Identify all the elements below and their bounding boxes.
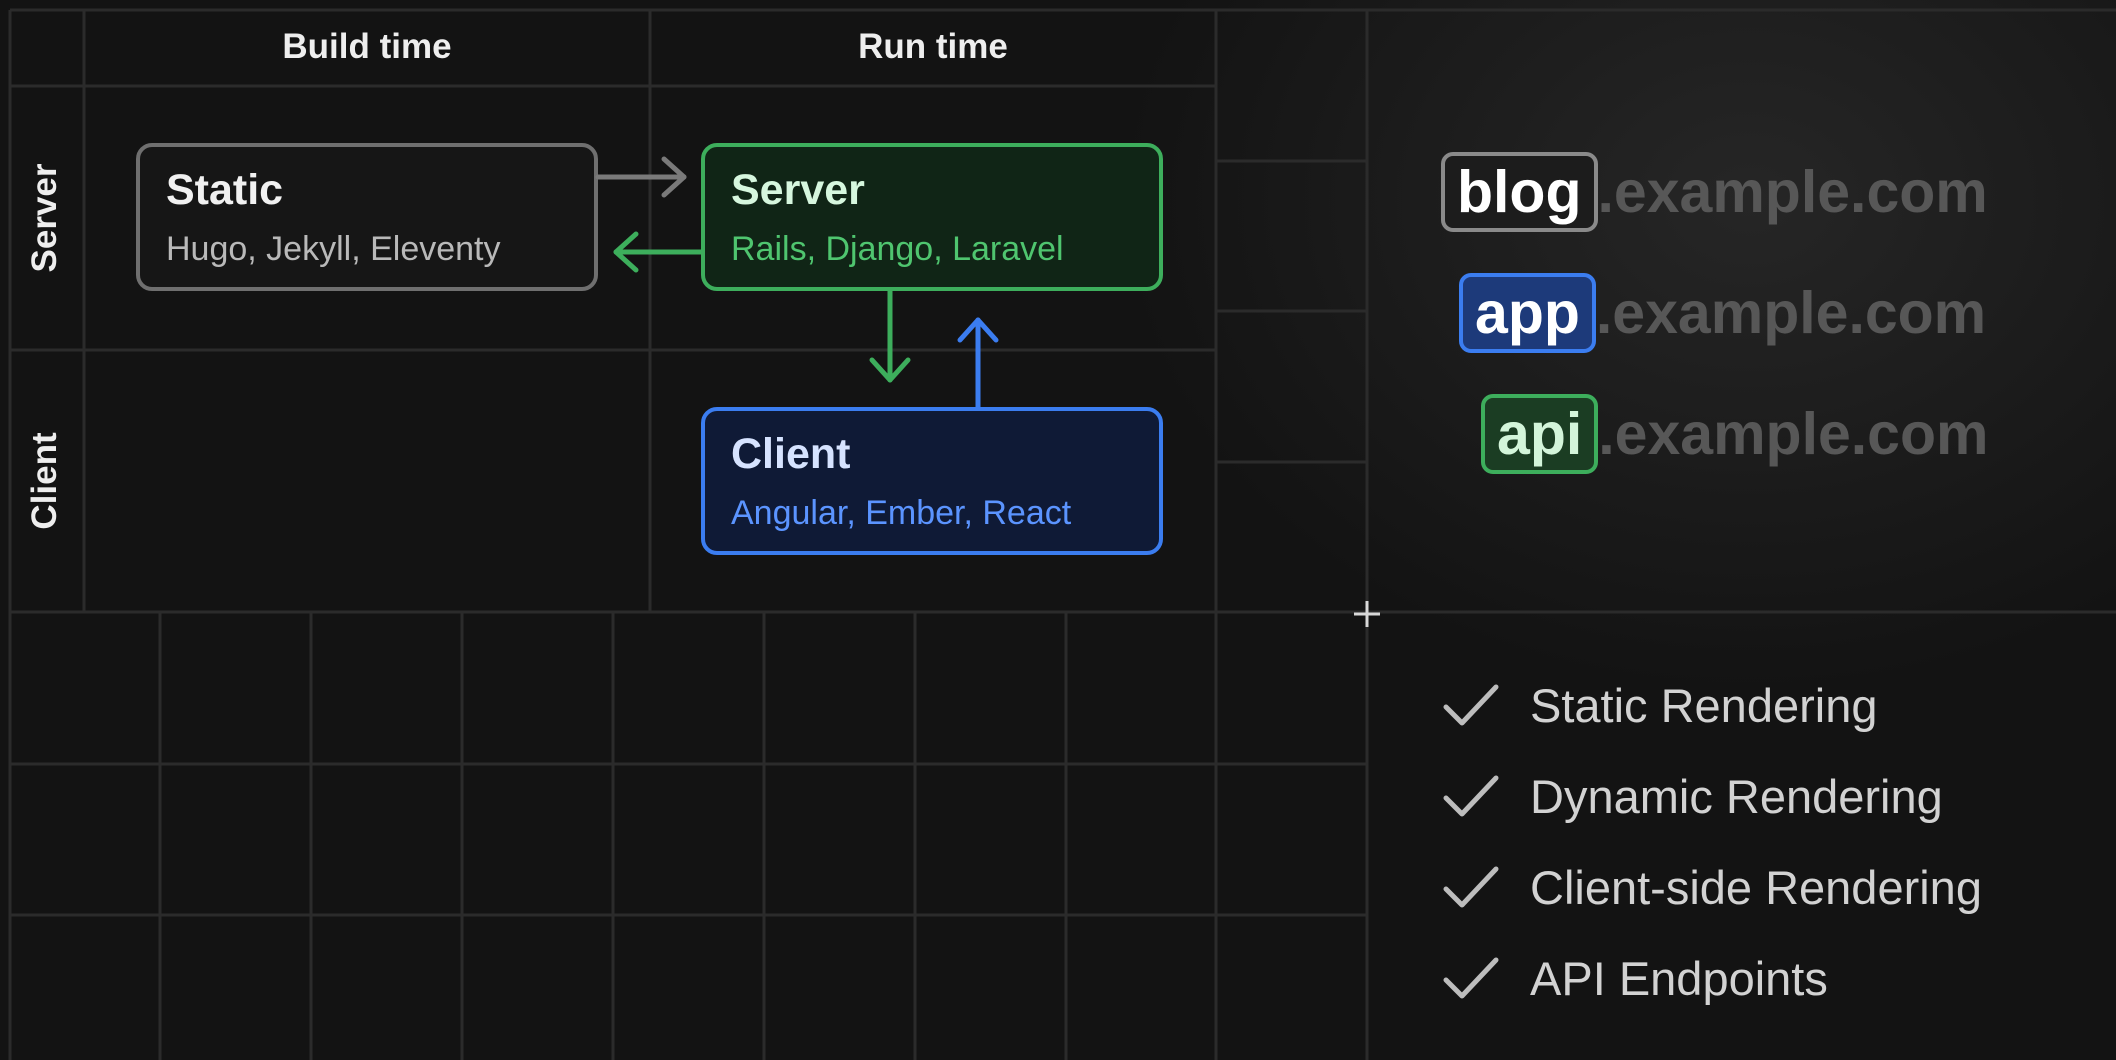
check-icon <box>1443 775 1499 817</box>
domain-suffix: .example.com <box>1595 280 1987 346</box>
arrow-left-icon <box>613 231 704 273</box>
crosshair-icon <box>1354 601 1380 627</box>
client-card: Client Angular, Ember, React <box>701 407 1163 555</box>
static-card: Static Hugo, Jekyll, Eleventy <box>136 143 598 291</box>
client-card-title: Client <box>731 430 851 478</box>
arrow-up-icon <box>957 317 999 410</box>
subdomain-badge-app: app <box>1459 273 1596 353</box>
check-icon <box>1443 866 1499 908</box>
domain-row-blog: blog .example.com <box>1441 152 1988 232</box>
feature-label: Static Rendering <box>1530 678 1878 732</box>
domain-suffix: .example.com <box>1598 401 1989 467</box>
column-header-build-time: Build time <box>282 27 452 66</box>
arrow-right-icon <box>595 156 687 198</box>
domain-row-api: api .example.com <box>1481 394 1989 474</box>
check-icon <box>1443 957 1499 999</box>
static-card-title: Static <box>166 166 284 214</box>
check-icon <box>1443 684 1499 726</box>
domain-row-app: app .example.com <box>1459 273 1986 353</box>
server-card-subtitle: Rails, Django, Laravel <box>731 230 1064 268</box>
subdomain-badge-api: api <box>1481 394 1599 474</box>
feature-item: Dynamic Rendering <box>1440 766 1943 826</box>
feature-item: Client-side Rendering <box>1440 857 1982 917</box>
feature-label: API Endpoints <box>1530 951 1828 1005</box>
feature-label: Dynamic Rendering <box>1530 769 1943 823</box>
subdomain-badge-blog: blog <box>1441 152 1598 232</box>
arrow-down-icon <box>869 288 911 383</box>
client-card-subtitle: Angular, Ember, React <box>731 494 1072 532</box>
static-card-subtitle: Hugo, Jekyll, Eleventy <box>166 230 501 268</box>
domain-suffix: .example.com <box>1597 159 1988 225</box>
feature-item: Static Rendering <box>1440 675 1877 735</box>
feature-item: API Endpoints <box>1440 948 1828 1008</box>
server-card: Server Rails, Django, Laravel <box>701 143 1163 291</box>
column-header-run-time: Run time <box>858 27 1008 66</box>
server-card-title: Server <box>731 166 865 214</box>
feature-label: Client-side Rendering <box>1530 860 1982 914</box>
